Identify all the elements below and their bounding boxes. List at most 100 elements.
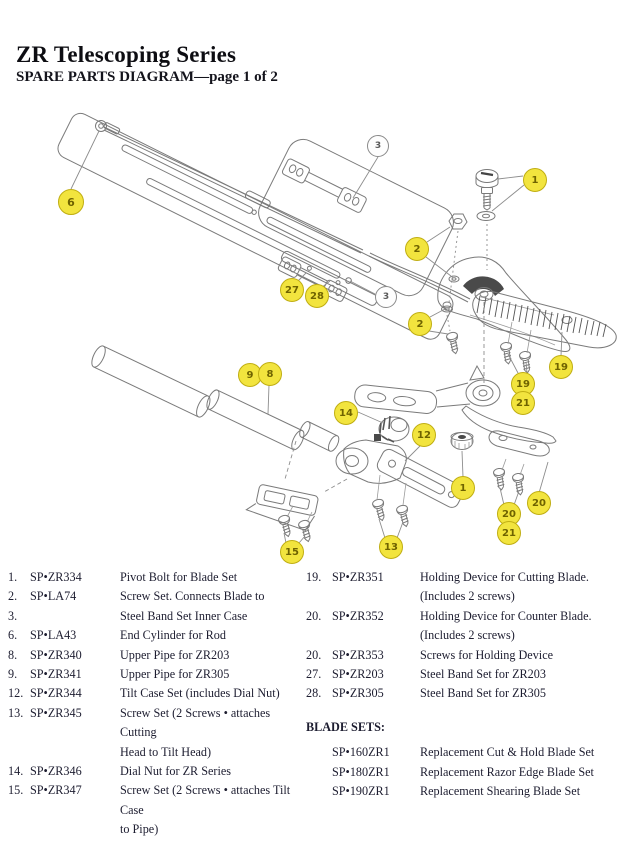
callout-2: 2 xyxy=(405,237,429,261)
part-row: 20. SP•ZR353 Screws for Holding Device xyxy=(306,646,620,665)
part-number: 1. xyxy=(8,570,18,584)
part-row: 13. SP•ZR345 Screw Set (2 Screws • attache… xyxy=(8,704,308,762)
part-number: 9. xyxy=(8,667,18,682)
part-number xyxy=(306,782,332,801)
part-description: Upper Pipe for ZR203 xyxy=(120,647,230,662)
part-code xyxy=(30,607,120,626)
part-code: SP•160ZR1 xyxy=(332,745,390,760)
part-code: SP•ZR347 xyxy=(30,783,82,798)
callout-6: 6 xyxy=(58,189,84,215)
part-number: 28. xyxy=(306,686,322,701)
blade-sets-list: SP•160ZR1 Replacement Cut & Hold Blade Se… xyxy=(306,743,620,801)
part-number: 14. xyxy=(8,764,24,779)
part-row: 19. SP•ZR351 Holding Device for Cutting Bl… xyxy=(306,568,620,607)
part-description: Holding Device for Cutting Blade.(Includ… xyxy=(420,570,589,604)
callout-2: 2 xyxy=(408,312,432,336)
part-description: Dial Nut for ZR Series xyxy=(120,764,232,779)
end-cylinder xyxy=(96,121,121,135)
tilt-head-body xyxy=(298,420,407,483)
part-description: Screw Set. Connects Blade to xyxy=(120,589,265,604)
part-code: SP•ZR345 xyxy=(30,705,82,720)
callout-21: 21 xyxy=(511,391,535,415)
part-row: 28. SP•ZR305 Steel Band Set for ZR305 xyxy=(306,684,620,703)
part-code: SP•LA43 xyxy=(30,628,77,643)
parts-list-right: 19. SP•ZR351 Holding Device for Cutting Bl… xyxy=(306,568,620,801)
part-number: 12. xyxy=(8,686,24,701)
part-description: Replacement Cut & Hold Blade Set xyxy=(420,745,595,760)
part-row: 20. SP•ZR352 Holding Device for Counter Bl… xyxy=(306,607,620,646)
part-number: 20. xyxy=(306,608,322,623)
part-code: SP•ZR344 xyxy=(30,686,82,701)
part-row: 12. SP•ZR344 Tilt Case Set (includes Dial … xyxy=(8,684,308,703)
outer-case xyxy=(55,110,457,343)
part-number: 20. xyxy=(306,647,322,662)
callout-8: 8 xyxy=(258,362,282,386)
counter-blade xyxy=(489,431,549,456)
part-number: 2. xyxy=(8,589,18,604)
axis-dashed-lines xyxy=(285,302,484,492)
lower-arm xyxy=(354,366,556,443)
part-code: SP•ZR341 xyxy=(30,667,82,682)
callout-leader-lines xyxy=(71,131,562,543)
part-description: Replacement Razor Edge Blade Set xyxy=(420,764,594,779)
part-description: Steel Band Set for ZR305 xyxy=(420,686,546,701)
part-description: Steel Band Set Inner Case xyxy=(120,608,248,623)
dial-nut xyxy=(379,416,409,442)
callout-20: 20 xyxy=(497,502,521,526)
part-description: Screws for Holding Device xyxy=(420,647,554,662)
part-code: SP•ZR334 xyxy=(30,570,82,584)
part-number: 19. xyxy=(306,570,322,584)
callout-14: 14 xyxy=(334,401,358,425)
callout-20: 20 xyxy=(527,491,551,515)
callout-28: 28 xyxy=(305,284,329,308)
part-number: 27. xyxy=(306,667,322,682)
part-description: Holding Device for Counter Blade.(Includ… xyxy=(420,608,592,643)
page-title: ZR Telescoping Series xyxy=(16,42,237,67)
callout-27: 27 xyxy=(280,278,304,302)
part-description: End Cylinder for Rod xyxy=(120,628,226,643)
head-bracket-panel xyxy=(253,134,459,301)
part-number: 3. xyxy=(8,608,18,623)
callout-13: 13 xyxy=(379,535,403,559)
part-code: SP•ZR346 xyxy=(30,764,82,779)
part-code: SP•ZR340 xyxy=(30,647,82,662)
part-description: Screw Set (2 Screws • attaches Tilt Case… xyxy=(120,783,291,837)
axis-dotted-lines xyxy=(447,224,487,331)
part-description: Replacement Shearing Blade Set xyxy=(420,784,581,799)
part-code: SP•ZR352 xyxy=(332,608,384,623)
steel-band-set-lower xyxy=(277,256,349,302)
callout-3: 3 xyxy=(375,286,397,308)
pivot-nut xyxy=(451,433,473,451)
part-description: Tilt Case Set (includes Dial Nut) xyxy=(120,686,280,701)
tilt-case xyxy=(375,447,466,510)
upper-pipe-b xyxy=(204,388,306,451)
part-row: 14. SP•ZR346 Dial Nut for ZR Series xyxy=(8,762,308,781)
part-code: SP•ZR351 xyxy=(332,570,384,584)
upper-pipe-a xyxy=(89,344,213,419)
holding-blade xyxy=(473,291,617,347)
hex-nut xyxy=(449,214,467,229)
pipe-clamp xyxy=(245,482,319,531)
part-row: 3. Steel Band Set Inner Case xyxy=(8,607,308,626)
part-row: 6. SP•LA43 End Cylinder for Rod xyxy=(8,626,308,645)
page-subtitle: SPARE PARTS DIAGRAM—page 1 of 2 xyxy=(16,69,278,85)
part-number: 13. xyxy=(8,705,24,720)
part-number xyxy=(306,763,332,782)
callout-3: 3 xyxy=(367,135,389,157)
part-code: SP•LA74 xyxy=(30,589,77,604)
part-code: SP•ZR203 xyxy=(332,667,384,682)
callout-19: 19 xyxy=(549,355,573,379)
callout-1: 1 xyxy=(451,476,475,500)
part-code: SP•ZR353 xyxy=(332,647,384,662)
part-number: 6. xyxy=(8,628,18,643)
part-code: SP•ZR305 xyxy=(332,686,384,701)
